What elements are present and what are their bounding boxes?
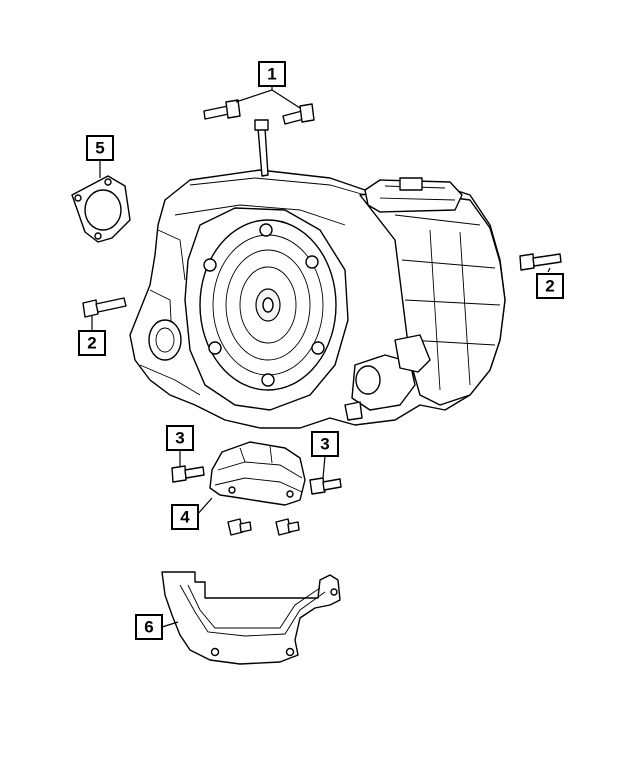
callout-5: 5 bbox=[86, 135, 114, 161]
callout-2-left: 2 bbox=[78, 330, 106, 356]
transmission-assembly bbox=[129, 119, 506, 429]
callout-4: 4 bbox=[171, 504, 199, 530]
callout-1: 1 bbox=[258, 61, 286, 87]
callout-3-right-label: 3 bbox=[320, 435, 329, 454]
callout-1-label: 1 bbox=[267, 65, 276, 84]
bolt-item-3-left bbox=[171, 465, 205, 483]
callout-3-left: 3 bbox=[166, 425, 194, 451]
callout-6-label: 6 bbox=[144, 618, 153, 637]
callout-5-label: 5 bbox=[95, 139, 104, 158]
bolt-item-4-lower-left bbox=[227, 518, 252, 536]
cover-plate-item-6 bbox=[161, 571, 341, 665]
callout-3-left-label: 3 bbox=[175, 429, 184, 448]
callout-6: 6 bbox=[135, 614, 163, 640]
bolt-item-4-lower-right bbox=[275, 518, 300, 536]
gasket-item-5 bbox=[71, 175, 131, 243]
bolt-item-1-left bbox=[203, 99, 241, 120]
callout-2-left-label: 2 bbox=[87, 334, 96, 353]
callout-2-right-label: 2 bbox=[545, 277, 554, 296]
bolt-item-1-right bbox=[282, 103, 315, 125]
bolt-item-2-right bbox=[519, 253, 562, 271]
callout-2-right: 2 bbox=[536, 273, 564, 299]
bolt-item-2-left bbox=[82, 297, 127, 318]
callout-3-right: 3 bbox=[311, 431, 339, 457]
bracket-item-4 bbox=[209, 441, 306, 506]
callout-4-label: 4 bbox=[180, 508, 190, 527]
bolt-item-3-right bbox=[309, 477, 342, 495]
